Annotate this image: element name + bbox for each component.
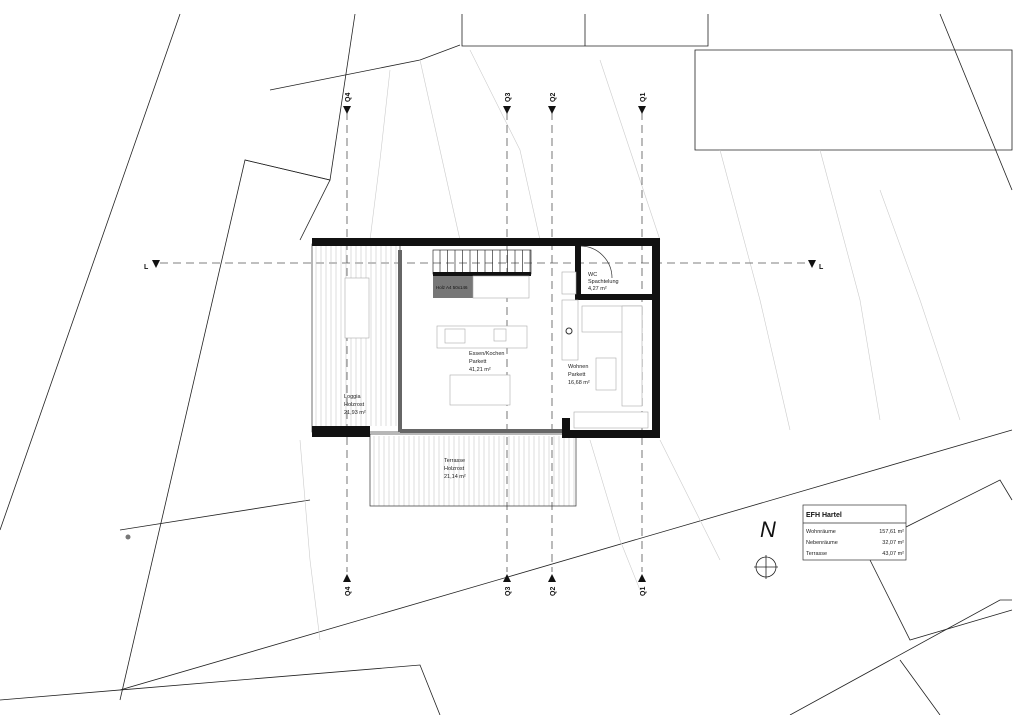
site-boundaries — [0, 13, 1013, 715]
room-area-wc: 4,27 m² — [588, 286, 607, 292]
section-mark-q4-top: Q4 — [345, 93, 352, 102]
room-floor-essen: Parkett — [469, 359, 487, 365]
north-arrow: N — [754, 517, 778, 579]
terrain-contours — [299, 49, 961, 641]
loggia-deck — [315, 246, 397, 426]
section-mark-q3-top: Q3 — [505, 93, 512, 102]
room-name-wohnen: Wohnen — [568, 364, 588, 370]
section-mark-q4-bottom: Q4 — [345, 587, 352, 596]
room-name-essen: Essen/Kochen — [469, 351, 504, 357]
table-label-1: Nebenräume — [806, 540, 838, 546]
table-value-0: 157,61 m² — [879, 529, 904, 535]
room-area-essen: 41,21 m² — [469, 367, 491, 373]
table-title: EFH Hartel — [806, 512, 842, 519]
room-floor-loggia: Holzrost — [344, 402, 365, 408]
table-label-0: Wohnräume — [806, 529, 836, 535]
room-name-terrasse: Terrasse — [444, 458, 465, 464]
room-labels: Essen/Kochen Parkett 41,21 m² Wohnen Par… — [344, 272, 619, 480]
staircase — [432, 249, 532, 276]
room-area-wohnen: 16,68 m² — [568, 380, 590, 386]
storage-block — [433, 276, 473, 298]
room-name-wc: WC — [588, 272, 597, 278]
section-mark-q3-bottom: Q3 — [505, 587, 512, 596]
section-mark-q2-bottom: Q2 — [550, 587, 557, 596]
room-floor-terrasse: Holzrost — [444, 466, 465, 472]
room-floor-wohnen: Parkett — [568, 372, 586, 378]
section-mark-q1-top: Q1 — [640, 93, 647, 102]
section-lines: Q4 Q3 Q2 Q1 Q4 Q3 Q2 Q1 L L — [144, 93, 824, 596]
room-floor-wc: Spachtelung — [588, 279, 619, 285]
north-label: N — [760, 517, 776, 542]
room-area-loggia: 21,93 m² — [344, 410, 366, 416]
building-walls — [312, 238, 660, 438]
terrace-deck — [373, 436, 575, 506]
furniture — [344, 245, 649, 429]
survey-point — [125, 534, 131, 540]
storage-label: Holz A4 50x146 — [436, 285, 468, 290]
section-mark-q2-top: Q2 — [550, 93, 557, 102]
section-mark-q1-bottom: Q1 — [640, 587, 647, 596]
section-arrows — [152, 106, 816, 582]
section-mark-l-right: L — [819, 264, 824, 271]
section-mark-l-left: L — [144, 264, 149, 271]
room-name-loggia: Loggia — [344, 394, 361, 400]
table-label-2: Terrasse — [806, 551, 827, 557]
room-area-terrasse: 21,14 m² — [444, 474, 466, 480]
table-value-1: 32,07 m² — [882, 540, 904, 546]
project-area-table: EFH Hartel Wohnräume 157,61 m² Nebenräum… — [802, 504, 907, 561]
table-value-2: 43,07 m² — [882, 551, 904, 557]
